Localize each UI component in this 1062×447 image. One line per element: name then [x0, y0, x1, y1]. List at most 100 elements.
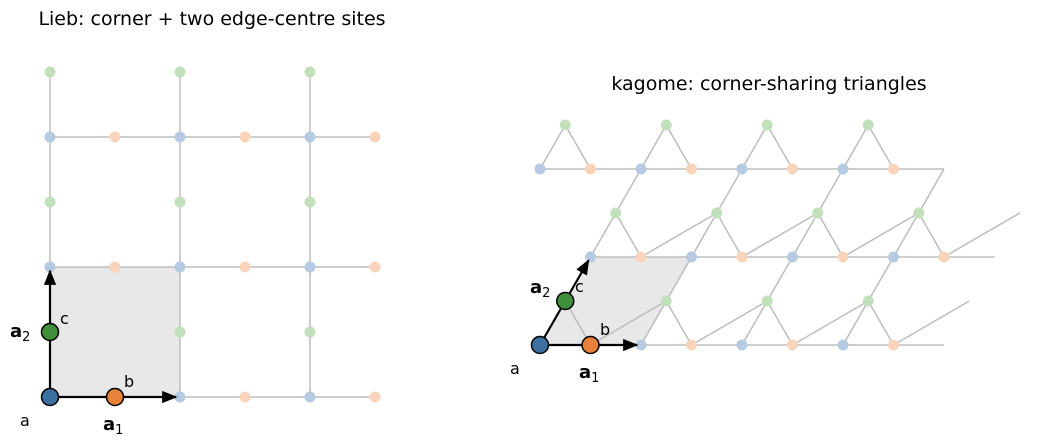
- kagome-bond: [640, 124, 667, 170]
- kagome-bond: [690, 212, 718, 258]
- kagome-bond: [892, 212, 920, 258]
- kagome-site-c: [761, 119, 773, 131]
- lieb-site-a: [174, 391, 186, 403]
- kagome-bond: [640, 212, 718, 258]
- kagome-bond: [792, 300, 869, 346]
- lieb-site-a: [44, 131, 56, 143]
- kagome-bond: [716, 212, 743, 258]
- kagome-bond: [665, 124, 693, 170]
- lieb-site-b: [369, 131, 381, 143]
- lieb-site-b: [369, 391, 381, 403]
- lieb-title: Lieb: corner + two edge-centre sites: [38, 8, 385, 30]
- kagome-bond: [817, 212, 844, 258]
- kagome-bond: [590, 300, 667, 346]
- kagome-site-c: [862, 119, 874, 131]
- kagome-sites: [534, 119, 950, 351]
- kagome-site-a: [837, 163, 849, 175]
- kagome-bond: [766, 124, 794, 170]
- lieb-panel: Lieb: corner + two edge-centre sites a b…: [10, 8, 386, 438]
- lieb-label-c: c: [60, 309, 69, 328]
- kagome-site-c: [913, 207, 925, 219]
- kagome-site-b: [787, 339, 798, 351]
- lieb-basis-sites: [40, 322, 125, 407]
- lieb-site-a: [174, 261, 186, 273]
- kagome-site-a: [787, 251, 798, 263]
- kagome-bond: [691, 300, 768, 346]
- kagome-basis-site-a: [530, 335, 550, 355]
- kagome-bond: [615, 212, 642, 258]
- kagome-site-a: [635, 163, 647, 175]
- lieb-site-c: [304, 66, 316, 78]
- lieb-basis-site-c: [40, 322, 60, 342]
- kagome-bond: [766, 256, 794, 302]
- kagome-site-b: [686, 163, 697, 175]
- lieb-site-c: [174, 66, 186, 78]
- kagome-bond: [842, 212, 920, 258]
- kagome-bond: [918, 212, 945, 258]
- kagome-site-c: [559, 119, 571, 131]
- lieb-site-b: [239, 131, 251, 143]
- kagome-site-b: [837, 251, 849, 263]
- kagome-bond: [640, 300, 667, 346]
- lieb-site-b: [369, 261, 381, 273]
- kagome-bond: [665, 300, 693, 346]
- lieb-site-b: [109, 131, 121, 143]
- kagome-bond: [564, 124, 592, 170]
- kagome-bond: [539, 124, 566, 170]
- lieb-label-a: a: [20, 411, 30, 430]
- kagome-basis-site-c: [556, 291, 575, 311]
- lieb-site-a: [304, 261, 316, 273]
- lieb-site-b: [109, 261, 121, 273]
- kagome-bond: [589, 212, 617, 258]
- kagome-bond: [741, 212, 819, 258]
- kagome-panel: kagome: corner-sharing triangles a b c a…: [510, 73, 1021, 386]
- lieb-cell-shading: [49, 266, 181, 398]
- lieb-site-c: [44, 66, 56, 78]
- kagome-title: kagome: corner-sharing triangles: [611, 73, 926, 95]
- kagome-site-b: [686, 339, 697, 351]
- lieb-unit-cell: [49, 266, 181, 398]
- lieb-site-c: [174, 326, 186, 338]
- kagome-site-a: [736, 339, 748, 351]
- kagome-bond: [766, 300, 794, 346]
- lieb-site-a: [44, 261, 56, 273]
- lieb-basis-site-b: [105, 387, 125, 407]
- kagome-site-c: [610, 207, 622, 219]
- kagome-site-a: [888, 251, 899, 263]
- kagome-site-c: [761, 295, 773, 307]
- lieb-site-c: [44, 196, 56, 208]
- kagome-site-c: [862, 295, 874, 307]
- kagome-bond: [842, 300, 869, 346]
- kagome-bond: [943, 212, 1021, 258]
- kagome-site-b: [635, 251, 647, 263]
- lieb-site-c: [304, 326, 316, 338]
- kagome-bonds: [539, 124, 1021, 346]
- kagome-bond: [716, 168, 743, 214]
- kagome-site-b: [736, 251, 748, 263]
- kagome-vector-a1-label: a1: [579, 362, 599, 386]
- kagome-label-a: a: [510, 359, 520, 378]
- kagome-label-b: b: [600, 320, 610, 339]
- kagome-site-c: [660, 295, 672, 307]
- kagome-label-c: c: [575, 277, 584, 296]
- kagome-vector-a2-label: a2: [530, 277, 550, 301]
- lieb-site-a: [304, 391, 316, 403]
- kagome-site-c: [812, 207, 824, 219]
- kagome-bond: [817, 168, 844, 214]
- kagome-basis-site-b: [581, 335, 600, 355]
- lieb-vector-a1-label: a1: [103, 414, 123, 438]
- kagome-site-b: [938, 251, 950, 263]
- kagome-basis-sites: [530, 291, 600, 355]
- kagome-bond: [791, 212, 819, 258]
- lieb-site-b: [239, 261, 251, 273]
- kagome-bond: [842, 124, 869, 170]
- kagome-site-a: [736, 163, 748, 175]
- kagome-site-a: [534, 163, 546, 175]
- lieb-site-a: [304, 131, 316, 143]
- kagome-site-a: [585, 251, 596, 263]
- kagome-bond: [867, 124, 895, 170]
- kagome-bond: [741, 300, 768, 346]
- kagome-site-b: [888, 163, 899, 175]
- kagome-bond: [741, 124, 768, 170]
